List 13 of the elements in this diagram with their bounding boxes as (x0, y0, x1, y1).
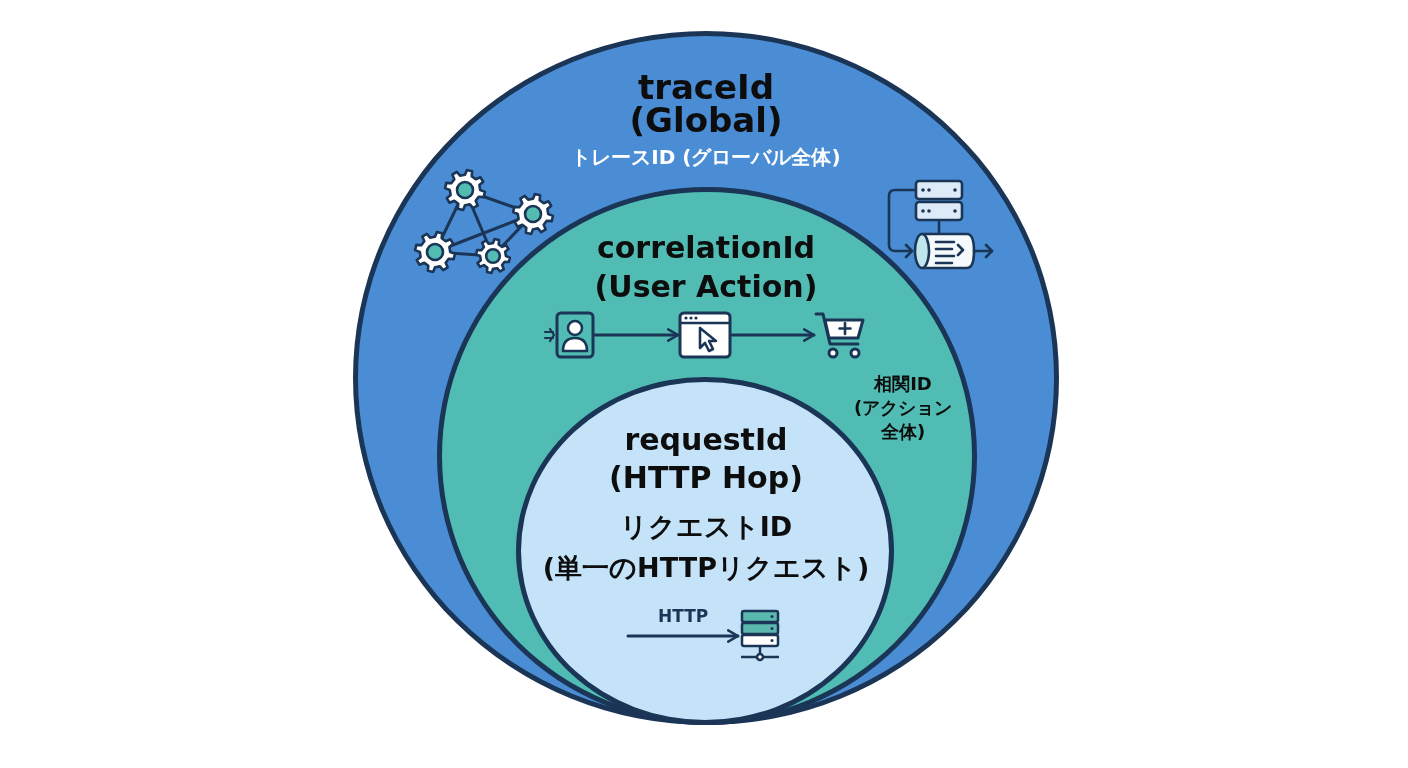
arrow (730, 328, 816, 342)
arrow (626, 629, 740, 643)
scope-subtitle: トレースID (グローバル全体) (570, 144, 842, 171)
cart-icon (814, 310, 866, 360)
scope-title: traceId (Global) (628, 71, 784, 137)
scope-title: requestId (HTTP Hop) (608, 421, 804, 497)
scope-title: correlationId (User Action) (593, 229, 819, 306)
arrow (593, 328, 680, 342)
server-icon (738, 609, 782, 663)
scope-subtitle: 相関ID (アクション全体) (852, 372, 954, 444)
scope-subtitle: リクエストID (単一のHTTPリクエスト) (541, 510, 871, 585)
browser-cursor-icon (678, 311, 732, 359)
user-profile-icon (543, 311, 595, 359)
